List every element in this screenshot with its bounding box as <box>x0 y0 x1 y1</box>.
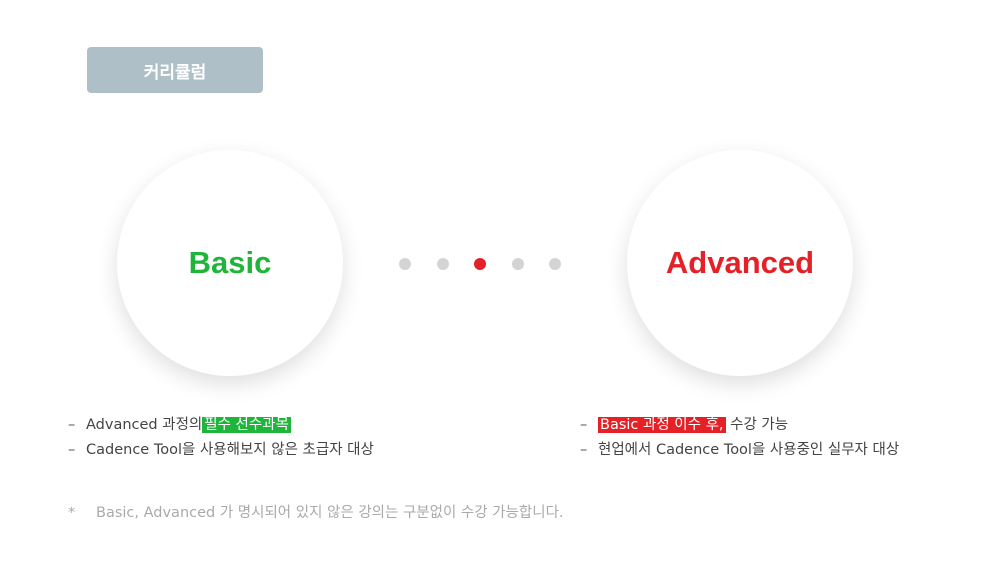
basic-desc-highlight: 필수 선수과목 <box>202 417 291 433</box>
basic-desc-line-2: –Cadence Tool을 사용해보지 않은 초급자 대상 <box>68 438 374 463</box>
basic-level-circle: Basic <box>117 150 343 376</box>
advanced-level-title: Advanced <box>665 245 815 280</box>
footnote-marker: * <box>68 505 76 521</box>
advanced-desc-line-1-suffix: 수강 가능 <box>725 417 789 433</box>
progress-dots <box>399 257 573 273</box>
dash-bullet: – <box>68 417 76 433</box>
dash-bullet: – <box>580 417 588 433</box>
footnote: * Basic, Advanced 가 명시되어 있지 않은 강의는 구분없이 수… <box>68 501 564 522</box>
dash-bullet: – <box>68 442 76 458</box>
curriculum-badge: 커리큘럼 <box>87 47 263 93</box>
dash-bullet: – <box>580 442 588 458</box>
advanced-description: –Basic 과정 이수 후, 수강 가능 –현업에서 Cadence Tool… <box>580 413 899 463</box>
basic-desc-line-2-text: Cadence Tool을 사용해보지 않은 초급자 대상 <box>86 442 374 458</box>
progress-dot <box>399 258 411 270</box>
progress-dot <box>436 258 449 270</box>
basic-desc-line-1-prefix: Advanced 과정의 <box>86 417 203 433</box>
progress-dot <box>511 258 524 270</box>
advanced-desc-line-1: –Basic 과정 이수 후, 수강 가능 <box>580 413 899 438</box>
advanced-desc-highlight: Basic 과정 이수 후, <box>598 417 726 433</box>
progress-dot-active <box>474 258 486 270</box>
advanced-level-circle: Advanced <box>627 150 853 376</box>
progress-dot <box>549 258 561 270</box>
footnote-text: Basic, Advanced 가 명시되어 있지 않은 강의는 구분없이 수강… <box>96 505 564 521</box>
advanced-desc-line-2-text: 현업에서 Cadence Tool을 사용중인 실무자 대상 <box>598 442 900 458</box>
basic-level-title: Basic <box>188 245 272 280</box>
advanced-desc-line-2: –현업에서 Cadence Tool을 사용중인 실무자 대상 <box>580 438 899 463</box>
